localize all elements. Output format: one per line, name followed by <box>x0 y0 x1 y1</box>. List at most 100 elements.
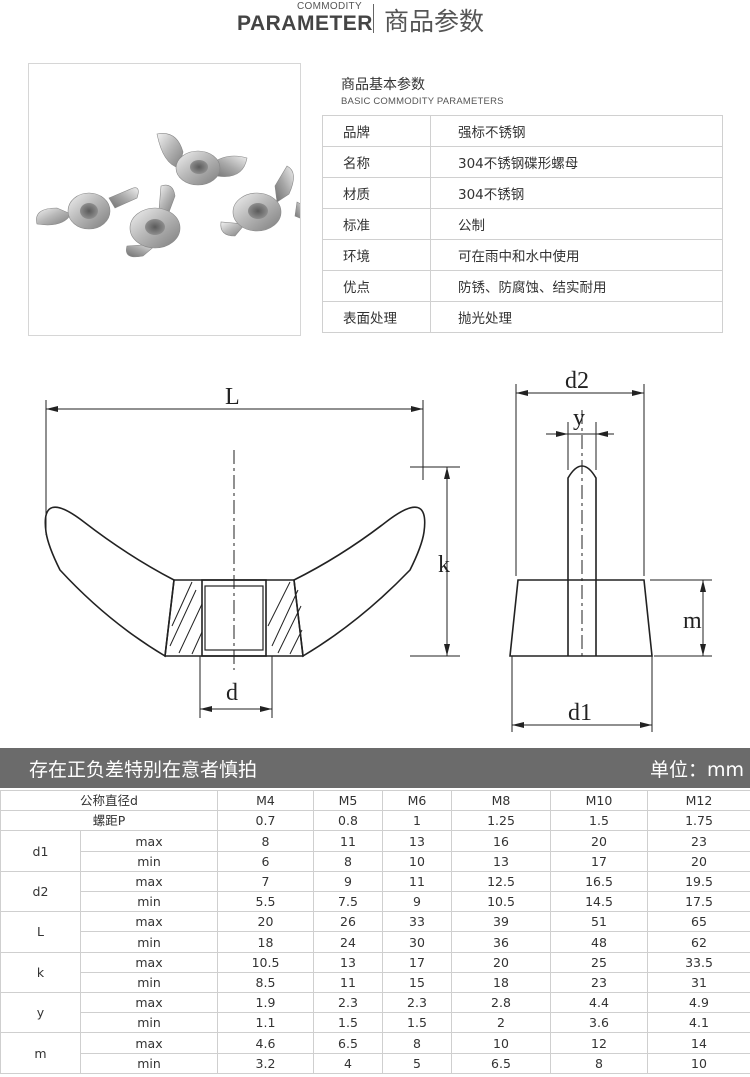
spec-value: 12.5 <box>451 870 551 893</box>
spec-value: 16.5 <box>550 870 648 893</box>
pitch-cell: 1.25 <box>451 810 551 832</box>
spec-value: 1.9 <box>217 992 314 1014</box>
basic-param-value: 可在雨中和水中使用 <box>430 239 723 271</box>
size-cell: M8 <box>451 789 551 812</box>
wing-nut-left <box>36 187 139 230</box>
basic-param-value: 304不锈钢 <box>430 177 723 209</box>
spec-value: 9 <box>382 891 452 913</box>
size-cell: M10 <box>550 789 648 812</box>
left-wing <box>44 506 175 658</box>
spec-value: 4.9 <box>647 992 750 1014</box>
basic-param-key: 材质 <box>322 177 431 209</box>
basic-param-value: 304不锈钢碟形螺母 <box>430 146 723 178</box>
product-photo <box>28 63 301 336</box>
spec-value: 10 <box>647 1052 750 1075</box>
spec-value: 10.5 <box>451 891 551 913</box>
spec-value: 7 <box>217 870 314 893</box>
header-title-cn: 商品参数 <box>384 7 485 36</box>
spec-value: 8 <box>313 850 383 872</box>
param-name: d1 <box>0 830 81 872</box>
basic-param-value: 防锈、防腐蚀、结实耐用 <box>430 270 723 302</box>
spec-value: 9 <box>313 870 383 893</box>
spec-value: 31 <box>647 971 750 994</box>
spec-value: 19.5 <box>647 870 750 893</box>
spec-value: 48 <box>550 931 648 953</box>
spec-value: 18 <box>451 971 551 994</box>
right-wing <box>293 506 426 658</box>
spec-value: 2.3 <box>313 992 383 1014</box>
spec-value: 26 <box>313 911 383 933</box>
size-cell: M6 <box>382 789 452 812</box>
spec-value: 10 <box>382 850 452 872</box>
unit-label: 单位：mm <box>649 759 744 781</box>
spec-value: 20 <box>647 850 750 872</box>
label-d: d <box>226 680 238 706</box>
label-L: L <box>225 384 240 410</box>
basic-param-value: 强标不锈钢 <box>430 115 723 147</box>
wing-nut-center <box>126 184 181 258</box>
basic-param-key: 表面处理 <box>322 301 431 333</box>
spec-value: 20 <box>550 830 648 852</box>
spec-value: 20 <box>451 951 551 973</box>
spec-value: 12 <box>550 1032 648 1054</box>
basic-param-row: 优点防锈、防腐蚀、结实耐用 <box>322 270 723 302</box>
spec-value: 24 <box>313 931 383 953</box>
pitch-cell: 0.7 <box>217 810 314 832</box>
basic-param-value: 公制 <box>430 208 723 240</box>
spec-value: 30 <box>382 931 452 953</box>
spec-value: 1.5 <box>313 1012 383 1034</box>
header-divider <box>373 4 374 33</box>
label-d2: d2 <box>565 368 589 394</box>
pitch-cell: 1.5 <box>550 810 648 832</box>
basic-params-title: 商品基本参数 <box>341 77 425 93</box>
spec-value: 62 <box>647 931 750 953</box>
min-label: min <box>80 850 218 872</box>
hatch-left <box>169 581 203 655</box>
tolerance-notice: 存在正负差特别在意者慎拍 <box>29 759 258 781</box>
spec-value: 2 <box>451 1012 551 1034</box>
hatch-right <box>267 581 303 655</box>
size-cell: M5 <box>313 789 383 812</box>
min-label: min <box>80 931 218 953</box>
pitch-label: 螺距P <box>0 810 218 832</box>
spec-value: 11 <box>313 830 383 852</box>
max-label: max <box>80 951 218 973</box>
spec-value: 7.5 <box>313 891 383 913</box>
basic-param-key: 品牌 <box>322 115 431 147</box>
spec-value: 17 <box>382 951 452 973</box>
spec-value: 4.6 <box>217 1032 314 1054</box>
spec-value: 51 <box>550 911 648 933</box>
basic-param-key: 优点 <box>322 270 431 302</box>
spec-value: 4.4 <box>550 992 648 1014</box>
spec-value: 25 <box>550 951 648 973</box>
wing-nut-right <box>220 165 300 237</box>
spec-value: 3.2 <box>217 1052 314 1075</box>
label-k: k <box>438 552 450 578</box>
spec-value: 4.1 <box>647 1012 750 1034</box>
label-y: y <box>573 405 585 431</box>
spec-value: 15 <box>382 971 452 994</box>
spec-value: 33.5 <box>647 951 750 973</box>
basic-param-value: 抛光处理 <box>430 301 723 333</box>
min-label: min <box>80 891 218 913</box>
spec-value: 39 <box>451 911 551 933</box>
basic-param-key: 标准 <box>322 208 431 240</box>
spec-value: 8.5 <box>217 971 314 994</box>
spec-value: 6.5 <box>313 1032 383 1054</box>
max-label: max <box>80 830 218 852</box>
pitch-cell: 0.8 <box>313 810 383 832</box>
spec-value: 10 <box>451 1032 551 1054</box>
max-label: max <box>80 870 218 893</box>
